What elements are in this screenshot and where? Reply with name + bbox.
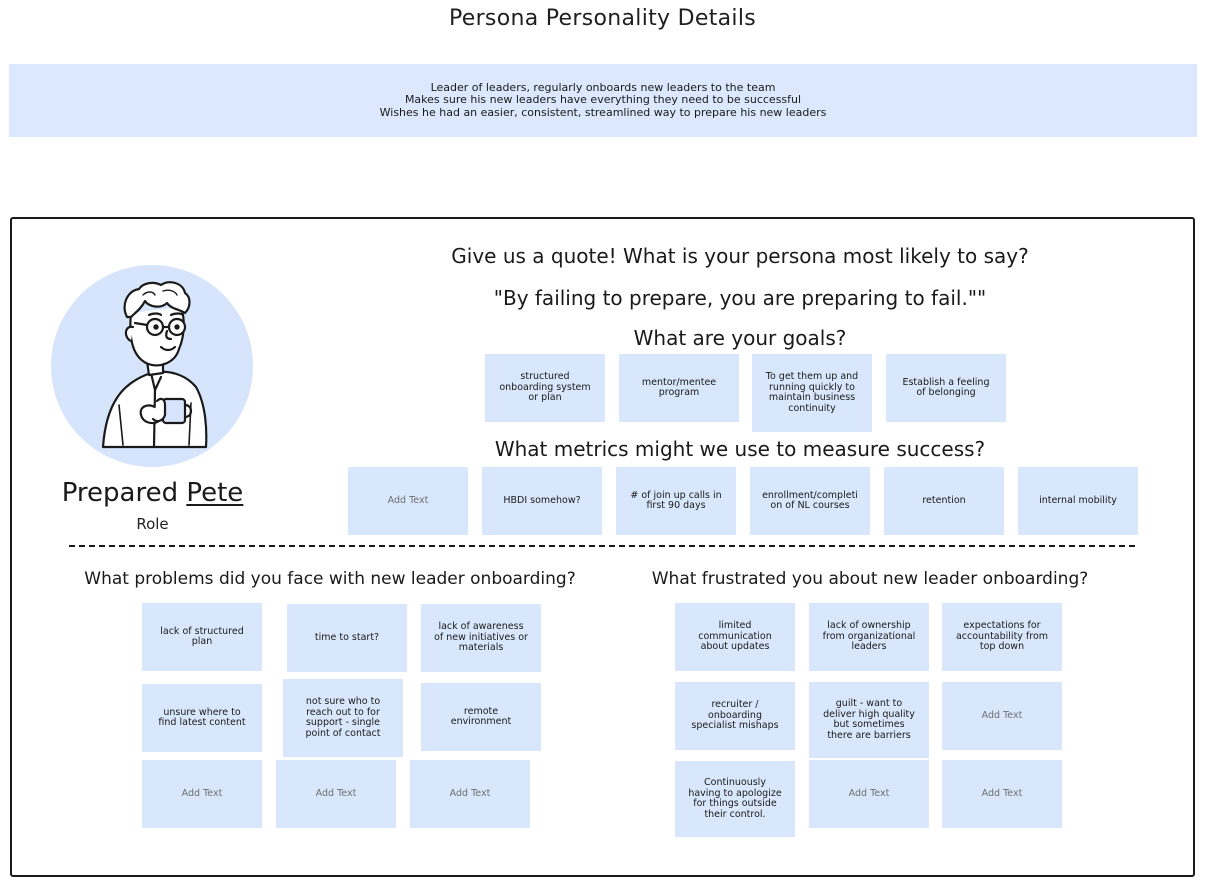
- persona-quote[interactable]: "By failing to prepare, you are preparin…: [493, 286, 987, 310]
- frustration-note-placeholder[interactable]: Add Text: [942, 760, 1062, 828]
- problem-note[interactable]: lack of awareness of new initiatives or …: [421, 604, 541, 672]
- quote-question-heading: Give us a quote! What is your persona mo…: [451, 244, 1029, 268]
- page-title: Persona Personality Details: [448, 6, 757, 31]
- metric-note[interactable]: internal mobility: [1018, 467, 1138, 535]
- persona-role[interactable]: Role: [136, 515, 169, 533]
- summary-line: Leader of leaders, regularly onboards ne…: [430, 80, 776, 94]
- summary-line: Wishes he had an easier, consistent, str…: [379, 105, 827, 119]
- problem-note-placeholder[interactable]: Add Text: [410, 760, 530, 828]
- frustration-note-placeholder[interactable]: Add Text: [809, 760, 929, 828]
- metric-note[interactable]: retention: [884, 467, 1004, 535]
- frustration-note[interactable]: recruiter / onboarding specialist mishap…: [675, 682, 795, 750]
- summary-line: Makes sure his new leaders have everythi…: [404, 93, 802, 107]
- frustration-note[interactable]: Continuously having to apologize for thi…: [675, 761, 795, 837]
- goal-note[interactable]: structured onboarding system or plan: [485, 354, 605, 422]
- frustration-note[interactable]: expectations for accountability from top…: [942, 603, 1062, 671]
- goal-note[interactable]: mentor/mentee program: [619, 354, 739, 422]
- problem-note-placeholder[interactable]: Add Text: [276, 760, 396, 828]
- problem-note[interactable]: time to start?: [287, 604, 407, 672]
- problem-note[interactable]: not sure who to reach out to for support…: [283, 679, 403, 757]
- persona-avatar[interactable]: [51, 265, 253, 467]
- section-divider: [69, 545, 1135, 547]
- metric-note-placeholder[interactable]: Add Text: [348, 467, 468, 535]
- persona-illustration-icon: [101, 281, 208, 449]
- problem-note-placeholder[interactable]: Add Text: [142, 760, 262, 828]
- frustration-note[interactable]: lack of ownership from organizational le…: [809, 603, 929, 671]
- frustration-note[interactable]: limited communication about updates: [675, 603, 795, 671]
- problem-note[interactable]: remote environment: [421, 683, 541, 751]
- persona-name[interactable]: Prepared Pete: [0, 478, 305, 508]
- goal-note[interactable]: Establish a feeling of belonging: [886, 354, 1006, 422]
- goals-heading: What are your goals?: [633, 326, 847, 350]
- frustration-note-placeholder[interactable]: Add Text: [942, 682, 1062, 750]
- goal-note[interactable]: To get them up and running quickly to ma…: [752, 354, 872, 432]
- problem-note[interactable]: unsure where to find latest content: [142, 684, 262, 752]
- problems-heading: What problems did you face with new lead…: [84, 569, 576, 589]
- persona-last-name: Pete: [186, 478, 244, 508]
- frustration-note[interactable]: guilt - want to deliver high quality but…: [809, 682, 929, 758]
- metric-note[interactable]: # of join up calls in first 90 days: [616, 467, 736, 535]
- persona-first-name: Prepared: [61, 478, 179, 508]
- problem-note[interactable]: lack of structured plan: [142, 603, 262, 671]
- metric-note[interactable]: enrollment/completi on of NL courses: [750, 467, 870, 535]
- metric-note[interactable]: HBDI somehow?: [482, 467, 602, 535]
- frustrations-heading: What frustrated you about new leader onb…: [651, 569, 1089, 589]
- metrics-heading: What metrics might we use to measure suc…: [494, 437, 986, 461]
- persona-summary-band[interactable]: Leader of leaders, regularly onboards ne…: [9, 64, 1197, 137]
